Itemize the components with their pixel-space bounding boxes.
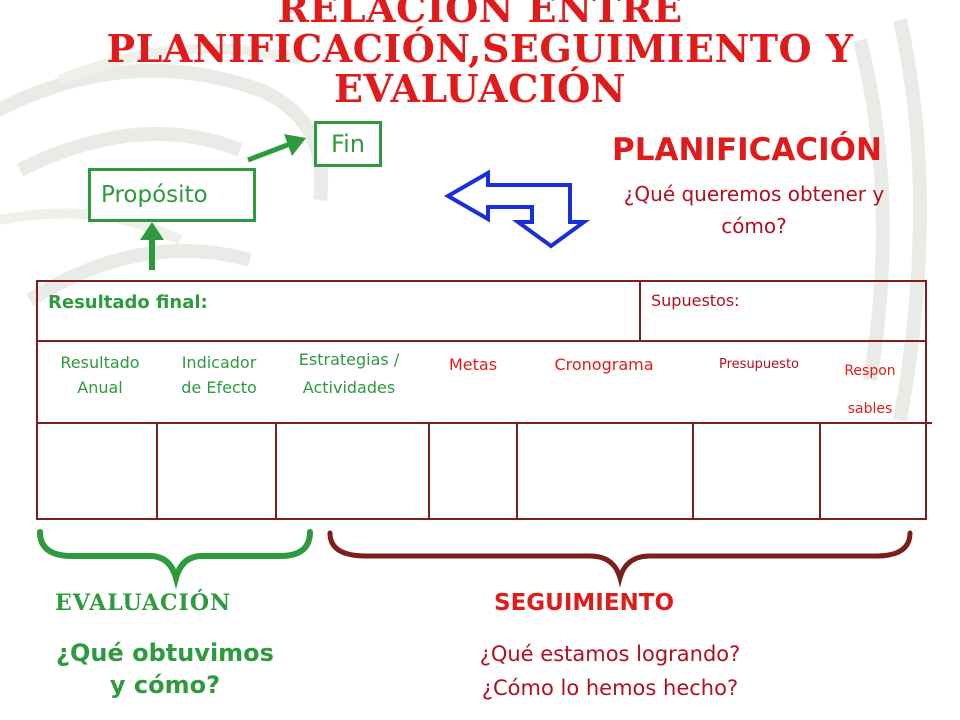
supuestos-label: Supuestos: xyxy=(651,291,740,310)
evaluacion-question-line-1: ¿Qué obtuvimos xyxy=(56,639,274,667)
evaluacion-title: EVALUACIÓN xyxy=(55,590,232,616)
table-grid xyxy=(36,280,932,520)
resultado-final-label: Resultado final: xyxy=(48,292,208,313)
fin-label: Fin xyxy=(331,130,365,158)
column-header-resultado-anual: Resultado Anual xyxy=(40,350,160,400)
column-header-estrategias: Estrategias / Actividades xyxy=(276,346,422,402)
proposito-label: Propósito xyxy=(101,182,208,208)
planificacion-question-line-1: ¿Qué queremos obtener y xyxy=(623,182,885,206)
seguimiento-question-line-1: ¿Qué estamos logrando? xyxy=(479,642,741,666)
column-header-line: sables xyxy=(847,401,893,417)
column-header-presupuesto: Presupuesto xyxy=(694,352,824,377)
column-header-line: Cronograma xyxy=(554,355,654,374)
seguimiento-question-line-2: ¿Cómo lo hemos hecho? xyxy=(481,676,739,700)
planificacion-question: ¿Qué queremos obtener y cómo? xyxy=(596,178,912,242)
planning-matrix-table xyxy=(36,280,927,520)
fin-box: Fin xyxy=(314,121,382,167)
column-header-line: Actividades xyxy=(302,378,396,397)
diagonal-arrow-icon xyxy=(247,134,306,163)
column-header-line: de Efecto xyxy=(181,378,257,397)
seguimiento-question: ¿Qué estamos logrando? ¿Cómo lo hemos he… xyxy=(440,637,780,705)
title-line-3: EVALUACIÓN xyxy=(334,66,626,111)
column-header-responsables: Respon sables xyxy=(820,358,920,422)
title-line-1: RELACIÓN ENTRE xyxy=(277,0,683,31)
column-header-line: Presupuesto xyxy=(719,357,799,372)
planificacion-title: PLANIFICACIÓN xyxy=(612,132,882,168)
column-header-indicador: Indicador de Efecto xyxy=(158,350,280,400)
title-line-2: PLANIFICACIÓN,SEGUIMIENTO Y xyxy=(106,26,854,71)
column-header-metas: Metas xyxy=(430,352,516,377)
evaluacion-bracket xyxy=(37,529,313,590)
column-header-cronograma: Cronograma xyxy=(520,352,688,377)
column-header-line: Indicador xyxy=(181,353,257,372)
planificacion-question-line-2: cómo? xyxy=(721,214,787,238)
seguimiento-title: SEGUIMIENTO xyxy=(494,590,675,616)
seguimiento-bracket xyxy=(327,530,913,588)
proposito-box: Propósito xyxy=(88,168,256,222)
up-arrow-icon xyxy=(140,222,164,270)
column-header-line: Respon xyxy=(844,363,896,379)
column-header-line: Resultado xyxy=(60,353,140,372)
column-header-line: Anual xyxy=(77,378,123,397)
column-header-line: Metas xyxy=(448,355,498,374)
blue-turn-arrow-icon xyxy=(443,169,591,249)
evaluacion-question: ¿Qué obtuvimos y cómo? xyxy=(25,637,305,701)
column-header-line: Estrategias / xyxy=(298,350,400,369)
evaluacion-question-line-2: y cómo? xyxy=(109,671,221,699)
